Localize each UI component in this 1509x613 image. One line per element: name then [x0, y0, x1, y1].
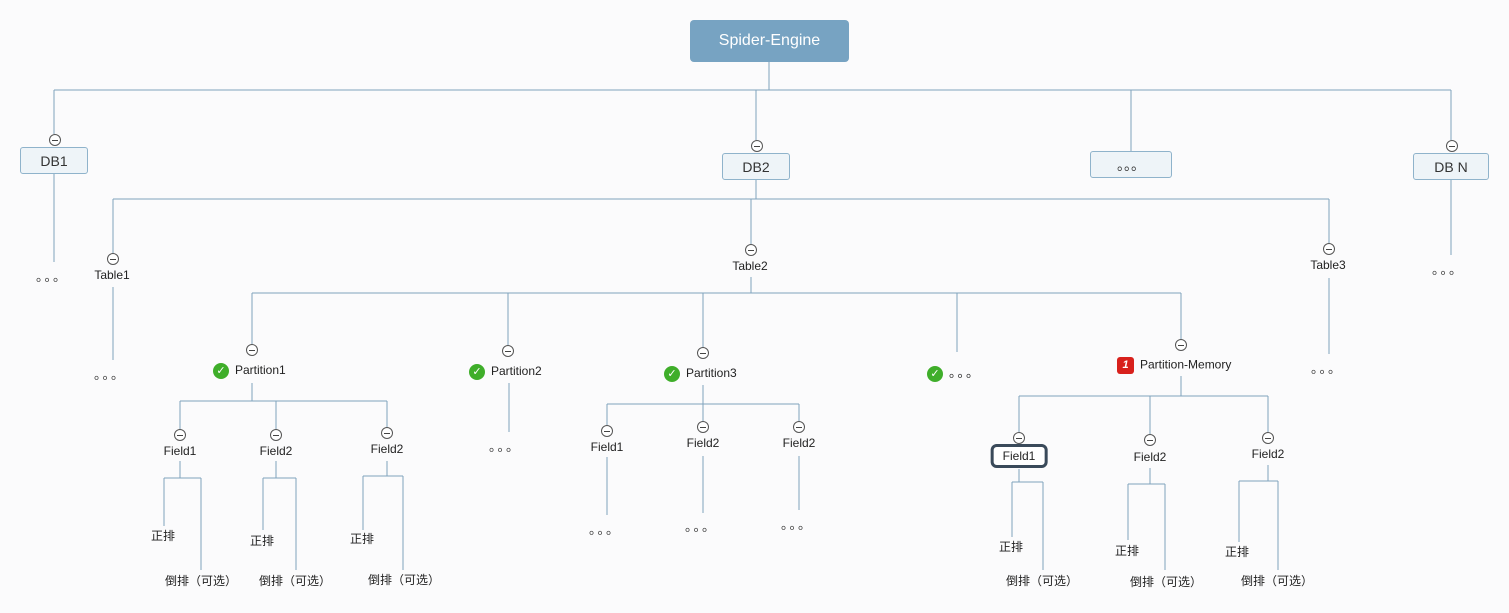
db2-label: DB2: [742, 158, 770, 175]
inverted-index-node[interactable]: 倒排（可选）: [1130, 575, 1203, 589]
collapse-icon[interactable]: [697, 421, 709, 433]
collapse-icon[interactable]: [697, 347, 709, 359]
collapse-icon[interactable]: [1175, 339, 1187, 351]
partition-memory-label: Partition-Memory: [1140, 357, 1232, 372]
partition2-label: Partition2: [491, 364, 542, 379]
table3-ellipsis: 。。。: [1310, 361, 1344, 376]
forward-index-node[interactable]: 正排: [1115, 544, 1140, 558]
field1-node[interactable]: Field1: [590, 440, 624, 454]
dbn-label: DB N: [1434, 158, 1468, 175]
forward-index-node[interactable]: 正排: [151, 529, 176, 543]
collapse-icon[interactable]: [601, 425, 613, 437]
root-label: Spider-Engine: [718, 32, 821, 49]
partition-memory-node[interactable]: 1 Partition-Memory: [1117, 357, 1231, 374]
collapse-icon[interactable]: [246, 344, 258, 356]
inverted-index-node[interactable]: 倒排（可选）: [259, 574, 332, 588]
field-ellipsis: 。。。: [684, 519, 718, 534]
dbn-node[interactable]: DB N: [1413, 153, 1489, 180]
inverted-index-node[interactable]: 倒排（可选）: [368, 573, 441, 587]
forward-index-node[interactable]: 正排: [999, 540, 1024, 554]
check-icon: ✓: [213, 363, 229, 379]
partition-more-node[interactable]: ✓ 。。。: [927, 362, 981, 382]
partition1-label: Partition1: [235, 363, 286, 378]
forward-index-node[interactable]: 正排: [350, 532, 375, 546]
db2-node[interactable]: DB2: [722, 153, 790, 180]
inverted-index-node[interactable]: 倒排（可选）: [1241, 574, 1314, 588]
forward-index-node[interactable]: 正排: [250, 534, 275, 548]
db1-node[interactable]: DB1: [20, 147, 88, 174]
partition2-node[interactable]: ✓ Partition2: [469, 364, 542, 380]
collapse-icon[interactable]: [1323, 243, 1335, 255]
db-more-label: 。。。: [1117, 156, 1145, 173]
inverted-index-node[interactable]: 倒排（可选）: [165, 574, 238, 588]
partition1-node[interactable]: ✓ Partition1: [213, 363, 286, 379]
partition3-label: Partition3: [686, 366, 737, 381]
field2-node[interactable]: Field2: [1251, 447, 1285, 461]
field2-node[interactable]: Field2: [782, 436, 816, 450]
field-ellipsis: 。。。: [780, 517, 814, 532]
root-node[interactable]: Spider-Engine: [690, 20, 849, 62]
partition-more-label: 。。。: [949, 365, 982, 380]
partition3-node[interactable]: ✓ Partition3: [664, 366, 737, 382]
partition2-ellipsis: 。。。: [488, 439, 522, 454]
inverted-index-node[interactable]: 倒排（可选）: [1006, 574, 1079, 588]
collapse-icon[interactable]: [1446, 140, 1458, 152]
collapse-icon[interactable]: [502, 345, 514, 357]
field1-node[interactable]: Field1: [163, 444, 197, 458]
check-icon: ✓: [927, 365, 943, 382]
db1-label: DB1: [40, 152, 68, 169]
priority-1-icon: 1: [1117, 357, 1134, 374]
collapse-icon[interactable]: [381, 427, 393, 439]
collapse-icon[interactable]: [49, 134, 61, 146]
check-icon: ✓: [664, 366, 680, 382]
collapse-icon[interactable]: [270, 429, 282, 441]
table3-node[interactable]: Table3: [1310, 258, 1346, 272]
field2-node[interactable]: Field2: [1133, 450, 1167, 464]
dbn-ellipsis: 。。。: [1431, 262, 1465, 277]
field1-node-selected[interactable]: Field1: [990, 444, 1048, 468]
table1-node[interactable]: Table1: [94, 268, 130, 282]
collapse-icon[interactable]: [1013, 432, 1025, 444]
field2-node[interactable]: Field2: [259, 444, 293, 458]
collapse-icon[interactable]: [174, 429, 186, 441]
table1-ellipsis: 。。。: [93, 367, 127, 382]
db1-ellipsis: 。。。: [35, 269, 69, 284]
field2-node[interactable]: Field2: [686, 436, 720, 450]
field2-node[interactable]: Field2: [370, 442, 404, 456]
table2-node[interactable]: Table2: [732, 259, 768, 273]
forward-index-node[interactable]: 正排: [1225, 545, 1250, 559]
collapse-icon[interactable]: [1262, 432, 1274, 444]
collapse-icon[interactable]: [751, 140, 763, 152]
collapse-icon[interactable]: [107, 253, 119, 265]
collapse-icon[interactable]: [793, 421, 805, 433]
collapse-icon[interactable]: [1144, 434, 1156, 446]
db-more-node[interactable]: 。。。: [1090, 151, 1172, 178]
check-icon: ✓: [469, 364, 485, 380]
collapse-icon[interactable]: [745, 244, 757, 256]
field-ellipsis: 。。。: [588, 522, 622, 537]
